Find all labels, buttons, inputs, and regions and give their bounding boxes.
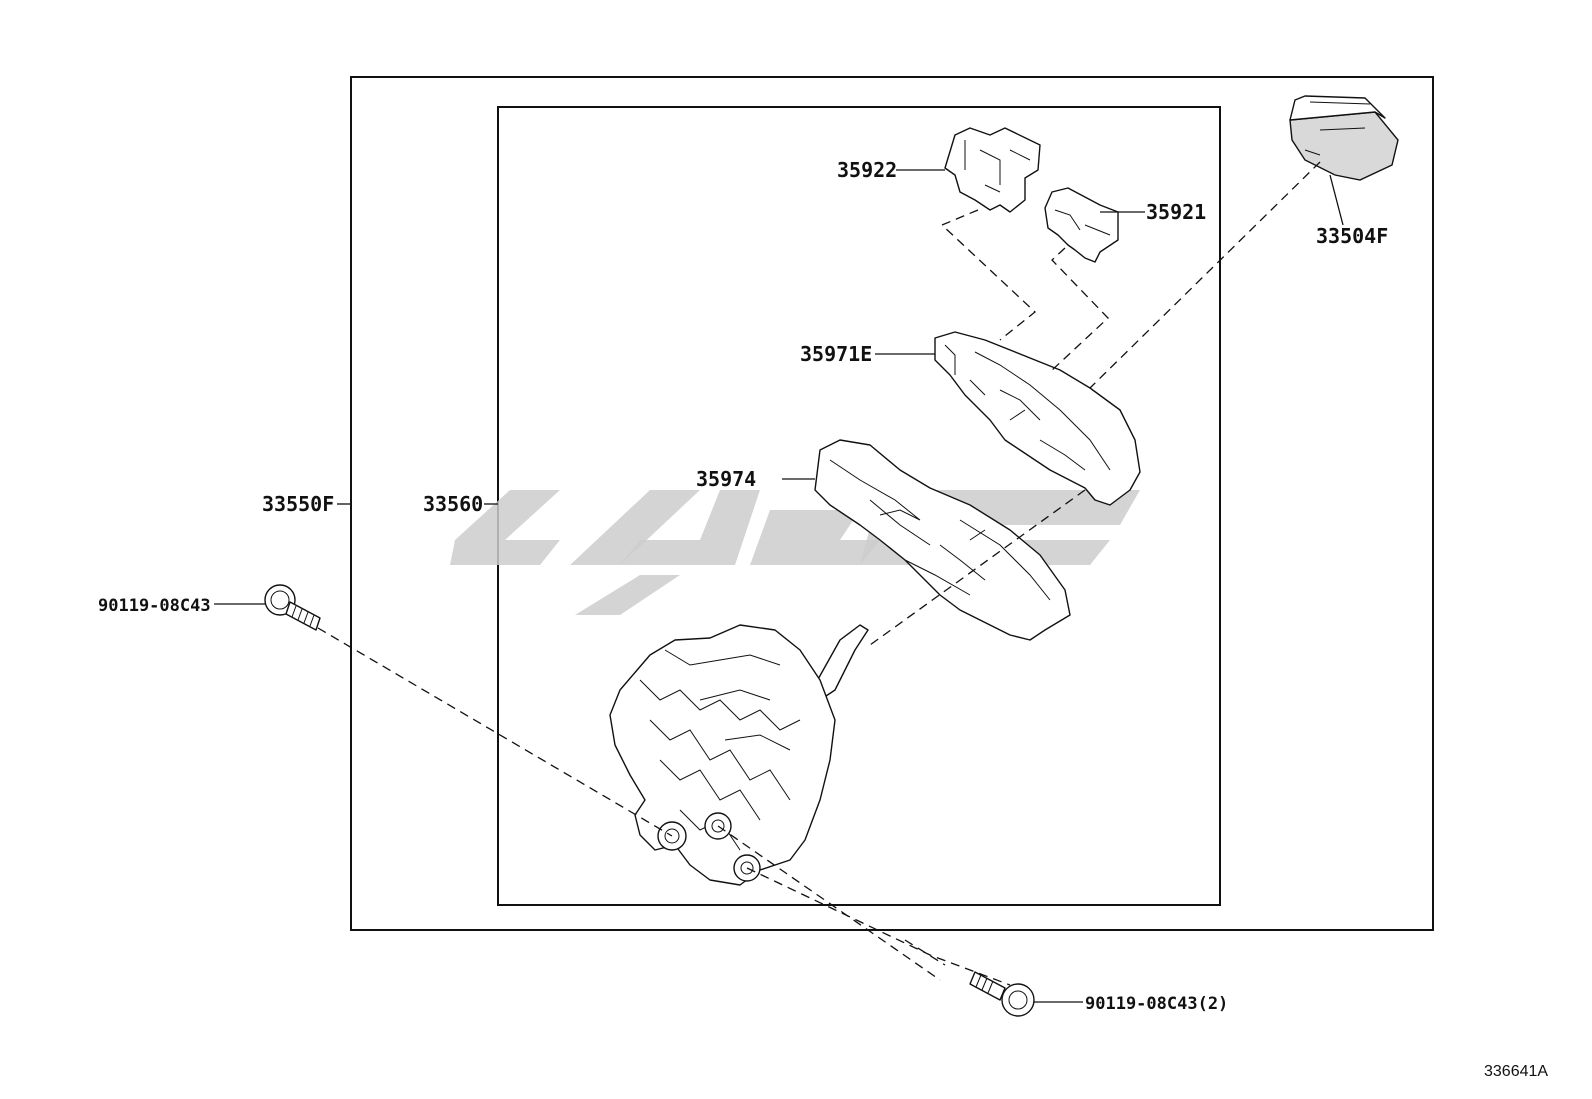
knob-part-33504F[interactable] xyxy=(1289,95,1399,181)
part-35974[interactable] xyxy=(814,439,1071,641)
assembly-dashed-lines xyxy=(317,161,1321,986)
part-35971E[interactable] xyxy=(934,331,1141,506)
label-33550F: 33550F xyxy=(262,492,334,516)
label-33504F: 33504F xyxy=(1316,224,1388,248)
part-35922[interactable] xyxy=(944,127,1041,213)
part-35921[interactable] xyxy=(1044,187,1119,263)
label-33560: 33560 xyxy=(423,492,483,516)
label-90119-08C43: 90119-08C43 xyxy=(98,596,211,616)
diagram-id: 336641A xyxy=(1484,1063,1548,1080)
leader-lines xyxy=(214,169,1344,1003)
label-35971E: 35971E xyxy=(800,342,872,366)
label-35922: 35922 xyxy=(837,158,897,182)
bolt-left-90119-08C43[interactable] xyxy=(264,584,321,631)
label-90119-08C43-2: 90119-08C43(2) xyxy=(1085,994,1228,1014)
shift-lever-assembly-33560[interactable] xyxy=(609,624,869,886)
label-35974: 35974 xyxy=(696,467,756,491)
label-35921: 35921 xyxy=(1146,200,1206,224)
bolt-right-90119-08C43[interactable] xyxy=(969,971,1035,1017)
